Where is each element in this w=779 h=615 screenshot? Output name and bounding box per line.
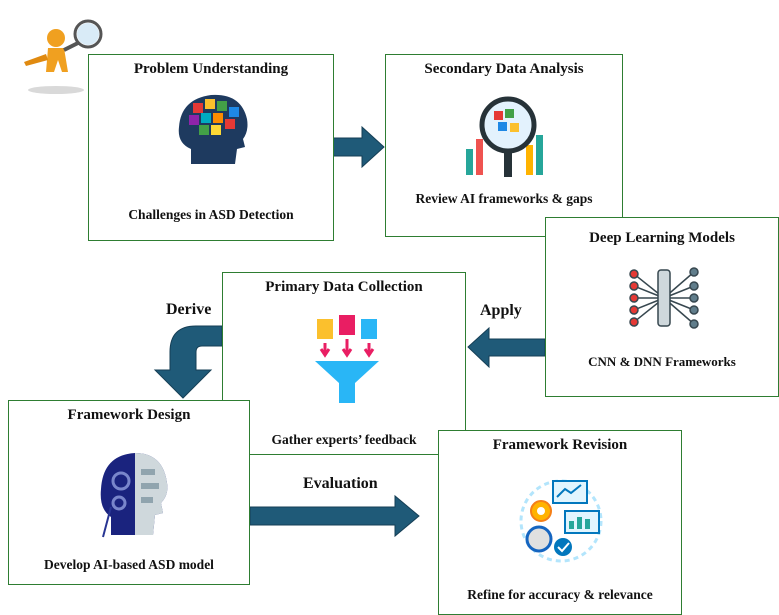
box-caption: Review AI frameworks & gaps [415, 191, 593, 206]
box-title: Primary Data Collection [265, 279, 423, 295]
deep-learning-models-box: Deep Learning Models CNN & DNN Framework… [545, 217, 779, 397]
magnifier-chart-icon [460, 89, 552, 181]
arrow-primary-to-design [153, 325, 223, 399]
box-title: Framework Revision [492, 437, 628, 453]
framework-design-box: Framework Design Develop AI-based ASD mo… [8, 400, 250, 585]
box-caption: Refine for accuracy & relevance [467, 587, 653, 602]
box-title: Deep Learning Models [589, 230, 735, 246]
box-title: Secondary Data Analysis [424, 61, 584, 77]
secondary-data-analysis-box: Secondary Data Analysis Review AI framew… [385, 54, 623, 237]
funnel-documents-icon [307, 313, 387, 405]
gears-dashboard-icon [513, 471, 609, 567]
box-title: Framework Design [67, 407, 191, 423]
arrow-problem-to-secondary [332, 125, 385, 169]
head-puzzle-icon [171, 89, 257, 169]
box-caption: Gather experts’ feedback [271, 432, 417, 447]
arrow-deep-to-primary [467, 326, 546, 369]
box-caption: Develop AI-based ASD model [44, 557, 214, 572]
box-title: Problem Understanding [133, 61, 289, 77]
problem-understanding-box: Problem Understanding Challenges in ASD … [88, 54, 334, 241]
robot-brain-icon [97, 447, 171, 539]
framework-revision-box: Framework Revision Refine for accuracy &… [438, 430, 682, 615]
neural-network-icon [628, 262, 700, 334]
magnifier-figure-icon [18, 10, 108, 95]
arrow-design-to-revision [249, 494, 420, 538]
evaluation-label: Evaluation [303, 475, 378, 492]
apply-label: Apply [480, 302, 522, 319]
box-caption: CNN & DNN Frameworks [588, 354, 736, 369]
box-caption: Challenges in ASD Detection [128, 207, 294, 222]
derive-label: Derive [166, 301, 212, 318]
primary-data-collection-box: Primary Data Collection Gather experts’ … [222, 272, 466, 455]
